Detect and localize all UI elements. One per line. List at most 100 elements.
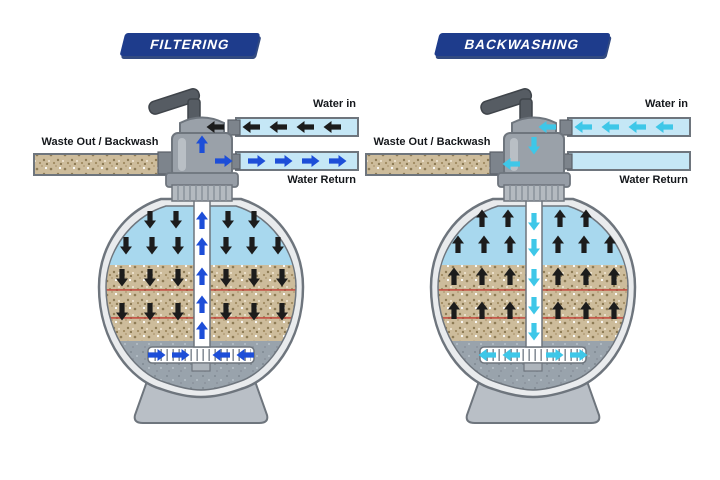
- flow-arrow: [476, 301, 488, 319]
- flow-arrow: [196, 295, 208, 313]
- flow-arrow: [574, 121, 592, 133]
- flow-arrow: [120, 237, 132, 255]
- flow-arrow: [528, 323, 540, 341]
- flow-arrow: [144, 211, 156, 229]
- flow-arrow: [608, 301, 620, 319]
- flow-arrow: [528, 213, 540, 231]
- flow-arrow: [504, 301, 516, 319]
- flow-arrow: [552, 267, 564, 285]
- flow-arrow: [554, 209, 566, 227]
- flow-arrow: [196, 135, 208, 153]
- flow-arrow: [246, 237, 258, 255]
- flow-arrow: [248, 269, 260, 287]
- label-water-in: Water in: [645, 98, 688, 110]
- flow-arrow: [116, 269, 128, 287]
- valve-collar: [503, 184, 565, 202]
- flow-arrow: [236, 349, 254, 361]
- flow-arrow: [528, 297, 540, 315]
- flow-arrow: [148, 349, 166, 361]
- flow-arrow: [552, 301, 564, 319]
- label-water-return: Water Return: [287, 174, 356, 186]
- flow-arrow: [206, 121, 224, 133]
- flow-arrow: [504, 267, 516, 285]
- flow-arrow: [220, 237, 232, 255]
- flow-arrow: [296, 121, 314, 133]
- label-water-in: Water in: [313, 98, 356, 110]
- flow-arrows: [448, 121, 673, 361]
- flow-arrow: [476, 209, 488, 227]
- flow-arrow: [502, 209, 514, 227]
- flow-arrow: [248, 211, 260, 229]
- valve-collar: [171, 184, 233, 202]
- flow-arrow: [242, 121, 260, 133]
- flow-arrow: [272, 237, 284, 255]
- flow-arrow: [170, 211, 182, 229]
- flow-arrow: [248, 155, 266, 167]
- panel-filtering: FILTERING Waste Out / Backwash Water in …: [20, 25, 360, 460]
- flow-arrow: [655, 121, 673, 133]
- multiport-valve: [480, 88, 573, 202]
- backwashing-diagram-slot: [352, 25, 692, 435]
- flow-arrow: [570, 349, 588, 361]
- label-waste-out: Waste Out / Backwash: [373, 136, 491, 148]
- flow-arrow: [220, 269, 232, 287]
- flow-arrow: [146, 237, 158, 255]
- flow-arrow: [144, 303, 156, 321]
- banner-backwashing: BACKWASHING: [433, 33, 611, 56]
- flow-arrow: [269, 121, 287, 133]
- flow-arrows: [116, 121, 347, 361]
- flow-arrow: [196, 321, 208, 339]
- banner-title: FILTERING: [148, 37, 232, 52]
- flow-arrow: [116, 303, 128, 321]
- tank-inner-wall: [105, 205, 297, 391]
- label-waste-out: Waste Out / Backwash: [41, 136, 159, 148]
- waste-pipe: [365, 153, 501, 176]
- flow-arrow: [546, 349, 564, 361]
- flow-arrow: [578, 235, 590, 253]
- flow-arrow: [172, 303, 184, 321]
- flow-arrow: [476, 267, 488, 285]
- water-return-pipe: [567, 151, 691, 171]
- flow-arrow: [276, 269, 288, 287]
- flow-arrow: [504, 235, 516, 253]
- flow-arrow: [528, 239, 540, 257]
- flow-arrow: [196, 211, 208, 229]
- flow-arrow: [580, 301, 592, 319]
- flow-arrow: [248, 303, 260, 321]
- flow-arrow: [528, 269, 540, 287]
- tank-inner-wall: [437, 205, 629, 391]
- filtering-diagram-slot: [20, 25, 360, 435]
- flow-arrow: [628, 121, 646, 133]
- banner-filtering: FILTERING: [119, 33, 261, 56]
- banner-title: BACKWASHING: [462, 37, 582, 52]
- flow-arrow: [302, 155, 320, 167]
- flow-arrow: [215, 155, 233, 167]
- flow-arrow: [196, 237, 208, 255]
- waste-pipe: [33, 153, 169, 176]
- flow-arrow: [478, 235, 490, 253]
- multiport-valve: [148, 88, 241, 202]
- flow-arrow: [172, 269, 184, 287]
- panel-backwashing: BACKWASHING Waste Out / Backwash Water i…: [352, 25, 692, 460]
- flow-arrow: [580, 209, 592, 227]
- flow-arrow: [452, 235, 464, 253]
- flow-arrow: [220, 303, 232, 321]
- flow-arrow: [528, 137, 540, 155]
- flow-arrow: [329, 155, 347, 167]
- flow-arrow: [604, 235, 616, 253]
- flow-arrow: [502, 349, 520, 361]
- flow-arrow: [212, 349, 230, 361]
- flow-arrow: [196, 267, 208, 285]
- flow-arrow: [608, 267, 620, 285]
- flow-arrow: [448, 301, 460, 319]
- flow-arrow: [502, 158, 520, 170]
- flow-arrow: [222, 211, 234, 229]
- flow-arrow: [144, 269, 156, 287]
- flow-arrow: [323, 121, 341, 133]
- flow-arrow: [172, 349, 190, 361]
- flow-arrow: [538, 121, 556, 133]
- filter-diagram: [33, 88, 359, 424]
- label-water-return: Water Return: [619, 174, 688, 186]
- valve-highlight: [178, 138, 186, 171]
- flow-arrow: [276, 303, 288, 321]
